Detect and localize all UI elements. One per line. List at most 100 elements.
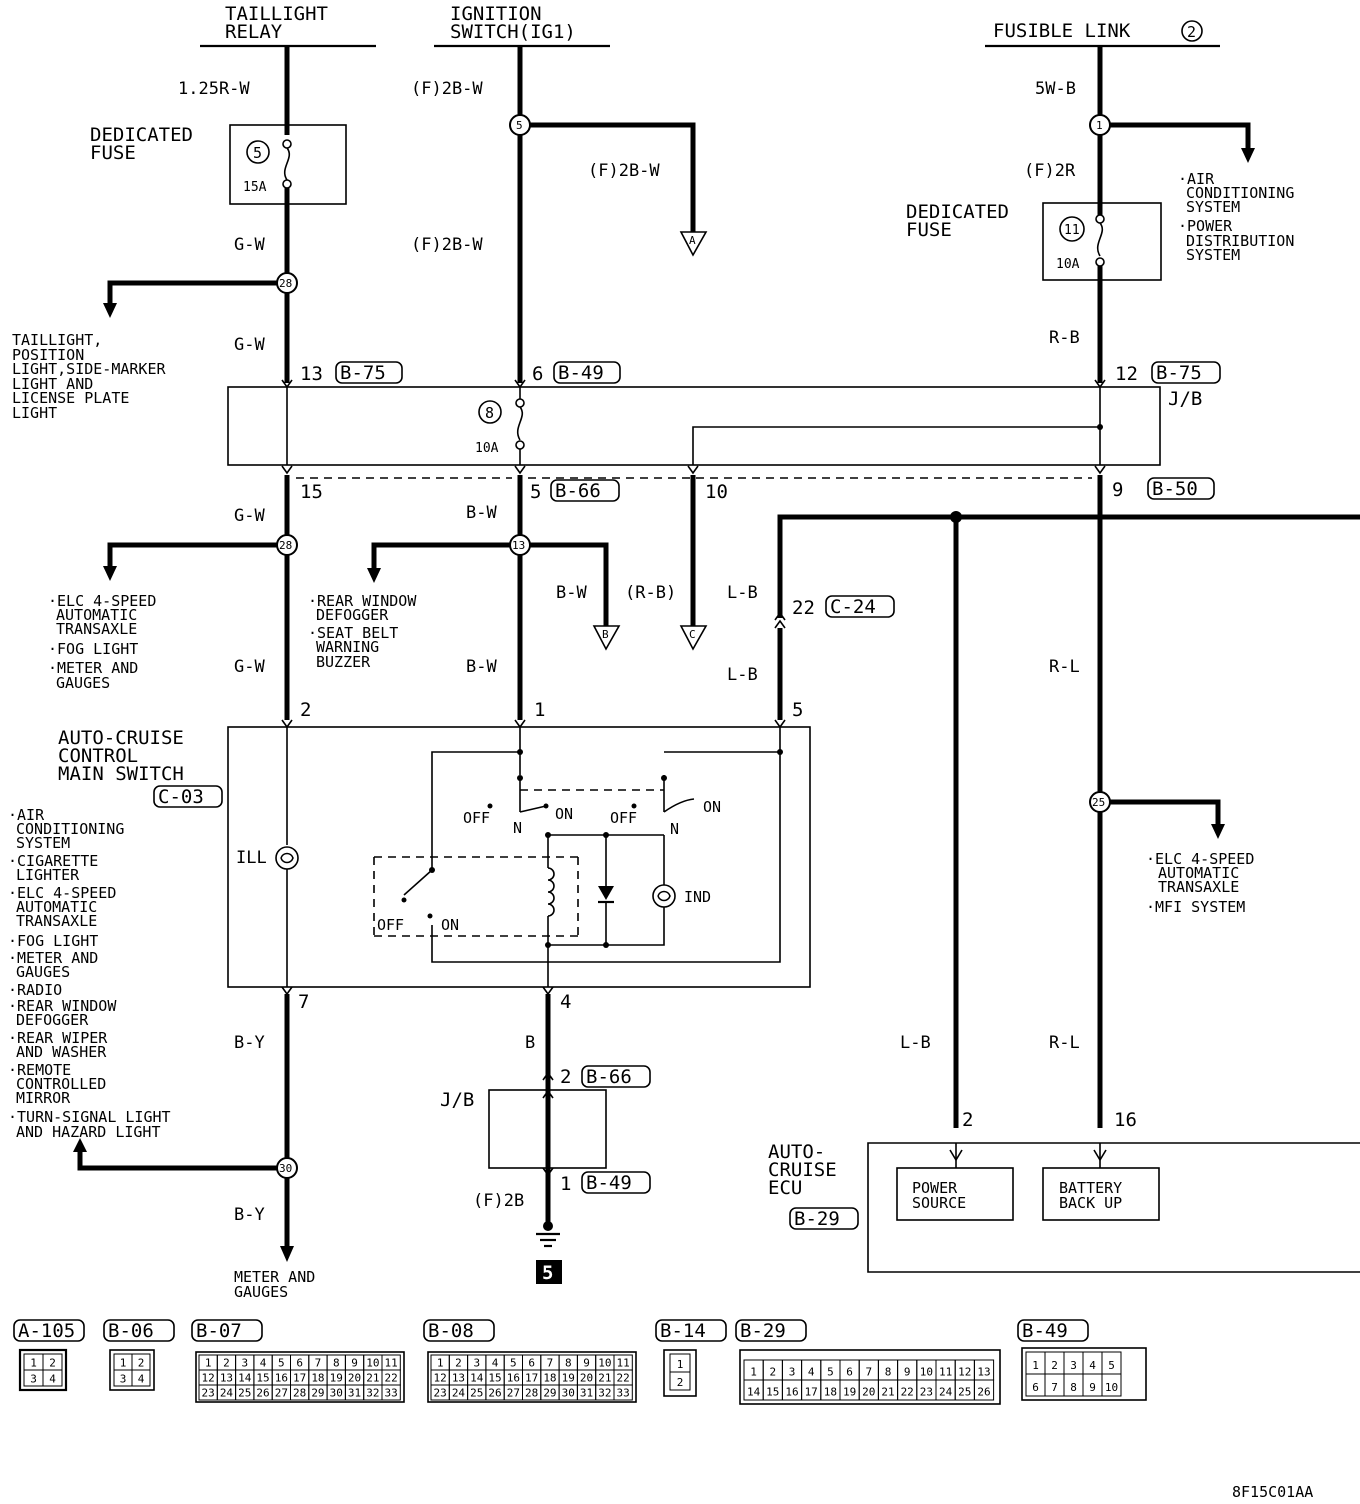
svg-text:12: 12 [1115, 363, 1138, 385]
connector-pin-label: 17 [805, 1386, 818, 1399]
connector-pin-label: 30 [562, 1387, 575, 1400]
main-switch: AUTO-CRUISE CONTROL MAIN SWITCH C-03 ILL… [58, 719, 811, 996]
svg-text:CONTROL: CONTROL [58, 745, 138, 767]
connector-pin-label: 20 [862, 1386, 875, 1399]
svg-text:ON: ON [703, 798, 721, 816]
connector-pin-label: 18 [543, 1372, 556, 1385]
svg-text:SYSTEM: SYSTEM [16, 834, 70, 852]
svg-text:(F)2R: (F)2R [1024, 161, 1076, 181]
connector-pin-label: 13 [977, 1366, 990, 1379]
ignition-switch-header: IGNITION SWITCH(IG1) [434, 3, 610, 48]
connector-pin-label: 10 [920, 1366, 933, 1379]
connector-pin-label: 12 [202, 1372, 215, 1385]
connector-pin-label: 18 [824, 1386, 837, 1399]
svg-text:B-29: B-29 [794, 1208, 840, 1230]
svg-text:CONDITIONING: CONDITIONING [16, 820, 124, 838]
connector-pin-label: 2 [138, 1356, 145, 1369]
svg-text:B-49: B-49 [586, 1172, 632, 1194]
air-conditioning-note: ·AIR CONDITIONING SYSTEM ·POWER DISTRIBU… [1178, 170, 1294, 264]
svg-text:10A: 10A [1056, 257, 1080, 272]
svg-text:·REAR WIPER: ·REAR WIPER [8, 1029, 108, 1047]
svg-text:DEFOGGER: DEFOGGER [16, 1011, 89, 1029]
connector-pin-label: 19 [562, 1372, 575, 1385]
svg-text:22: 22 [792, 597, 815, 619]
connector-pin-label: 32 [598, 1387, 611, 1400]
connector-pin-label: 4 [49, 1372, 56, 1385]
connector-pin-label: 2 [769, 1366, 776, 1379]
connector-pin-label: 4 [260, 1357, 267, 1370]
svg-text:6: 6 [532, 363, 543, 385]
connector-pin-label: 25 [470, 1387, 483, 1400]
connector-pin-label: 15 [256, 1372, 269, 1385]
svg-text:·ELC 4-SPEED: ·ELC 4-SPEED [1146, 850, 1254, 868]
jb-label: J/B [1168, 388, 1202, 410]
connector-pin-label: 23 [202, 1387, 215, 1400]
svg-text:B: B [602, 628, 609, 641]
svg-text:B-06: B-06 [108, 1320, 154, 1342]
svg-text:A-105: A-105 [18, 1320, 75, 1342]
svg-text:1: 1 [560, 1173, 571, 1195]
svg-text:·MFI SYSTEM: ·MFI SYSTEM [1146, 898, 1245, 916]
svg-text:G-W: G-W [234, 657, 265, 677]
svg-text:B-66: B-66 [586, 1066, 632, 1088]
svg-text:BUZZER: BUZZER [316, 653, 371, 671]
svg-text:METER AND: METER AND [234, 1268, 315, 1286]
svg-text:C: C [689, 628, 696, 641]
svg-text:LIGHTER: LIGHTER [16, 866, 80, 884]
connector-pin-label: 30 [330, 1387, 343, 1400]
svg-text:B-Y: B-Y [234, 1033, 265, 1053]
connector-pin-label: 5 [1108, 1359, 1115, 1372]
svg-text:(F)2B-W: (F)2B-W [588, 161, 660, 181]
svg-text:G-W: G-W [234, 235, 265, 255]
connector-pin [973, 1379, 995, 1401]
svg-text:·METER AND: ·METER AND [48, 659, 138, 677]
svg-text:TRANSAXLE: TRANSAXLE [16, 912, 97, 930]
connector-pin-label: 16 [275, 1372, 288, 1385]
svg-text:B-50: B-50 [1152, 478, 1198, 500]
connector-pin-label: 1 [120, 1356, 127, 1369]
connector-pin-label: 9 [1089, 1381, 1096, 1394]
connector-pin-label: 29 [543, 1387, 556, 1400]
svg-text:B-75: B-75 [340, 362, 386, 384]
connector-pin-label: 4 [808, 1366, 815, 1379]
svg-text:G-W: G-W [234, 335, 265, 355]
ill-list-note: ·AIR CONDITIONING SYSTEM ·CIGARETTE LIGH… [8, 806, 171, 1141]
elc-right-note: ·ELC 4-SPEED AUTOMATIC TRANSAXLE ·MFI SY… [1146, 850, 1254, 916]
svg-text:·FOG LIGHT: ·FOG LIGHT [48, 640, 138, 658]
svg-text:15A: 15A [243, 180, 267, 195]
svg-text:2: 2 [560, 1066, 571, 1088]
svg-text:5: 5 [253, 144, 262, 162]
svg-text:B-49: B-49 [558, 362, 604, 384]
connector-pin-label: 1 [205, 1357, 212, 1370]
connector-pin-label: 2 [223, 1357, 230, 1370]
svg-text:2: 2 [1187, 23, 1196, 41]
svg-text:28: 28 [279, 539, 292, 552]
by-circuit: 7 B-Y 30 B-Y METER AND GAUGES [73, 991, 315, 1301]
connector-pin-label: 23 [434, 1387, 447, 1400]
svg-text:13: 13 [512, 539, 525, 552]
connector-pin-label: 25 [238, 1387, 251, 1400]
svg-text:C-24: C-24 [830, 596, 876, 618]
ground-circuit: 4 B 2 B-66 J/B 1 B-49 (F)2B 5 [440, 991, 651, 1284]
connector-pin-label: 26 [488, 1387, 501, 1400]
svg-text:N: N [670, 820, 679, 838]
svg-text:16: 16 [1114, 1109, 1137, 1131]
svg-text:GAUGES: GAUGES [234, 1283, 288, 1301]
connector-pin-label: 1 [437, 1357, 444, 1370]
svg-text:ILL: ILL [236, 848, 267, 868]
svg-text:AUTO-CRUISE: AUTO-CRUISE [58, 727, 184, 749]
svg-text:DISTRIBUTION: DISTRIBUTION [1186, 232, 1294, 250]
svg-text:TRANSAXLE: TRANSAXLE [56, 620, 137, 638]
svg-text:TRANSAXLE: TRANSAXLE [1158, 878, 1239, 896]
svg-text:B-Y: B-Y [234, 1205, 265, 1225]
svg-text:CRUISE: CRUISE [768, 1159, 837, 1181]
svg-text:SOURCE: SOURCE [912, 1194, 966, 1212]
svg-text:TAILLIGHT: TAILLIGHT [225, 3, 328, 25]
connector-pin-label: 15 [766, 1386, 779, 1399]
connector-pin-label: 8 [333, 1357, 340, 1370]
svg-text:1: 1 [534, 699, 545, 721]
connector-pin-label: 8 [1070, 1381, 1077, 1394]
connector-pin-label: 21 [881, 1386, 894, 1399]
connector-pin-label: 32 [366, 1387, 379, 1400]
